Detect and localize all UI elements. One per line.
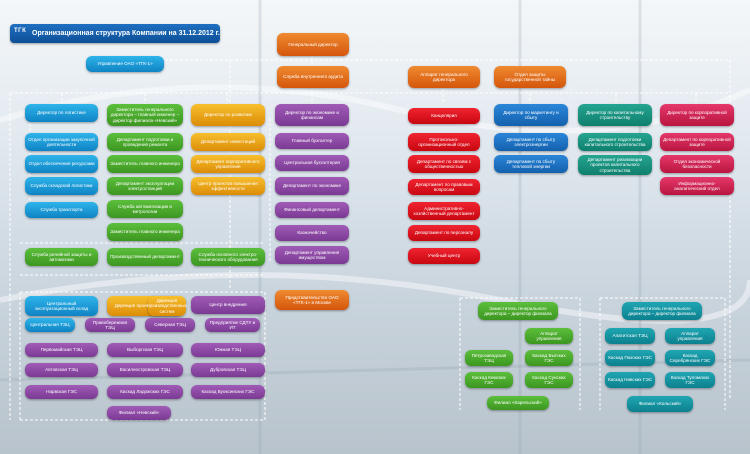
narvskaya-hpp[interactable]: Нарвская ГЭС [25,385,98,399]
economics-finance-director[interactable]: Директор по экономике и финансам [275,104,349,126]
yuzhnaya-tpp[interactable]: Южная ТЭЦ [191,343,265,357]
power-plant-operations-dept[interactable]: Департамент эксплуатации электростанций [107,177,183,195]
transport-service[interactable]: Служба транспорта [25,202,98,218]
treasury[interactable]: Казначейство [275,225,349,241]
sdtu-it-enterprise[interactable]: Предприятие СДТУ и ИТ [205,318,260,332]
deputy-chief-engineer-2[interactable]: Заместитель главного инженера [107,223,183,241]
property-management-dept[interactable]: Департамент управления имуществом [275,246,349,264]
management-tgk1[interactable]: Управление ОАО «ТГК-1» [86,56,164,72]
moscow-representation[interactable]: Представительство ОАО «ТГК-1» в Москве [275,290,349,310]
gd-apparatus[interactable]: Аппарат генерального директора [408,66,480,88]
central-warehouse[interactable]: Центральный эксплуатационный склад [25,296,98,316]
nevsky-branch[interactable]: Филиал «Невский» [107,406,171,420]
vasileostrovskaya-tpp[interactable]: Василеостровская ТЭЦ [107,363,183,377]
warehouse-logistics-service[interactable]: Служба складской логистики [25,177,98,195]
apatity-tpp[interactable]: Апатитская ТЭЦ [605,328,655,344]
general-director[interactable]: Генеральный директор [277,33,349,56]
production-systems-directorate[interactable]: Дирекция производственных систем [147,296,187,316]
procurement-dept[interactable]: Отдел организации закупочной деятельност… [25,133,98,151]
paz-hpp-cascade[interactable]: Каскад Пазских ГЭС [605,350,655,366]
protocol-dept[interactable]: Протокольно-организационный отдел [408,133,480,151]
vyg-hpp-cascade[interactable]: Каскад Выгских ГЭС [525,350,573,366]
chancellery[interactable]: Канцелярия [408,108,480,124]
avtovskaya-tpp[interactable]: Автовская ТЭЦ [25,363,98,377]
electricity-sales-dept[interactable]: Департамент по сбыту электроэнергии [494,133,568,151]
central-tpp[interactable]: Центральная ТЭЦ [25,318,75,332]
development-director[interactable]: Директор по развитию [191,104,265,126]
corporate-governance-dept[interactable]: Департамент корпоративного управления [191,155,265,173]
state-secret-protection-dept[interactable]: Отдел защиты государственной тайны [494,66,566,88]
karelsky-apparatus[interactable]: Аппарат управления [525,328,573,344]
kem-hpp-cascade[interactable]: Каскад Кемских ГЭС [465,372,513,388]
economics-dept[interactable]: Департамент по экономике [275,177,349,195]
central-accounting[interactable]: Центральная бухгалтерия [275,155,349,171]
deputy-gd-karelsky[interactable]: Заместитель генерального директора – дир… [478,302,558,320]
resources-dept[interactable]: Отдел обеспечения ресурсами [25,155,98,173]
marketing-sales-director[interactable]: Директор по маркетингу и сбыту [494,104,568,126]
administrative-dept[interactable]: Административно-хозяйственный департамен… [408,202,480,220]
corporate-protection-director[interactable]: Директор по корпоративной защите [660,104,734,126]
analytics-dept[interactable]: Информационно-аналитический отдел [660,177,734,195]
automation-metrology-service[interactable]: Служба автоматизации и метрологии [107,200,183,218]
public-relations-dept[interactable]: Департамент по связям с общественностью [408,155,480,173]
economic-security-dept[interactable]: Отдел экономической безопасности [660,155,734,173]
relay-protection-service[interactable]: Служба релейной защиты и автоматики [25,248,98,266]
repair-preparation-dept[interactable]: Департамент подготовки и проведения ремо… [107,133,183,151]
construction-preparation-dept[interactable]: Департамент подготовки капитального стро… [578,133,652,151]
serebryanka-hpp-cascade[interactable]: Каскад Серебрянских ГЭС [665,350,715,366]
legal-dept[interactable]: Департамент по правовым вопросам [408,179,480,195]
niva-hpp-cascade[interactable]: Каскад Нивских ГЭС [605,372,655,388]
kolsky-branch[interactable]: Филиал «Кольский» [627,396,693,412]
pravoberezhnaya-tpp[interactable]: Правобережная ТЭЦ [85,318,135,332]
logistics-director[interactable]: Директор по логистике [25,104,98,122]
production-dept[interactable]: Производственный департамент [107,248,183,266]
implementation-center[interactable]: Центр внедрения [191,296,265,314]
efficiency-projects-center[interactable]: Центр проектов повышения эффективности [191,177,265,195]
vyborgskaya-tpp[interactable]: Выборгская ТЭЦ [107,343,183,357]
investment-dept[interactable]: Департамент инвестиций [191,133,265,151]
finance-dept[interactable]: Финансовый департамент [275,202,349,218]
hr-dept[interactable]: Департамент по персоналу [408,225,480,241]
dubrovskaya-tpp[interactable]: Дубровская ТЭЦ [191,363,265,377]
heat-sales-dept[interactable]: Департамент по сбыту тепловой энергии [494,155,568,173]
deputy-gd-chief-engineer[interactable]: Заместитель генерального директора – гла… [107,104,183,126]
electrical-equipment-service[interactable]: Служба основного электро-технического об… [191,248,265,266]
chief-accountant[interactable]: Главный бухгалтер [275,133,349,149]
construction-projects-dept[interactable]: Департамент реализации проектов капиталь… [578,155,652,175]
internal-audit-service[interactable]: Служба внутреннего аудита [277,66,349,88]
vuoksa-hpp-cascade[interactable]: Каскад Вуоксинских ГЭС [191,385,265,399]
corporate-protection-dept[interactable]: Департамент по корпоративной защите [660,133,734,151]
company-logo: ТГК [14,28,27,34]
deputy-chief-engineer-1[interactable]: Заместитель главного инженера [107,155,183,173]
petrozavodsk-tpp[interactable]: Петрозаводская ТЭЦ [465,350,513,366]
deputy-gd-kolsky[interactable]: Заместитель генерального директора – дир… [622,302,702,320]
ladoga-hpp-cascade[interactable]: Каскад Ладожских ГЭС [107,385,183,399]
karelsky-branch[interactable]: Филиал «Карельский» [487,396,549,410]
training-center[interactable]: Учебный центр [408,248,480,264]
severnaya-tpp[interactable]: Северная ТЭЦ [145,318,195,332]
pervomayskaya-tpp[interactable]: Первомайская ТЭЦ [25,343,98,357]
suna-hpp-cascade[interactable]: Каскад Сунских ГЭС [525,372,573,388]
tuloma-hpp-cascade[interactable]: Каскад Туломских ГЭС [665,372,715,388]
kolsky-apparatus[interactable]: Аппарат управления [665,328,715,344]
capital-construction-director[interactable]: Директор по капитальному строительству [578,104,652,126]
chart-title: Организационная структура Компании на 31… [10,24,220,43]
